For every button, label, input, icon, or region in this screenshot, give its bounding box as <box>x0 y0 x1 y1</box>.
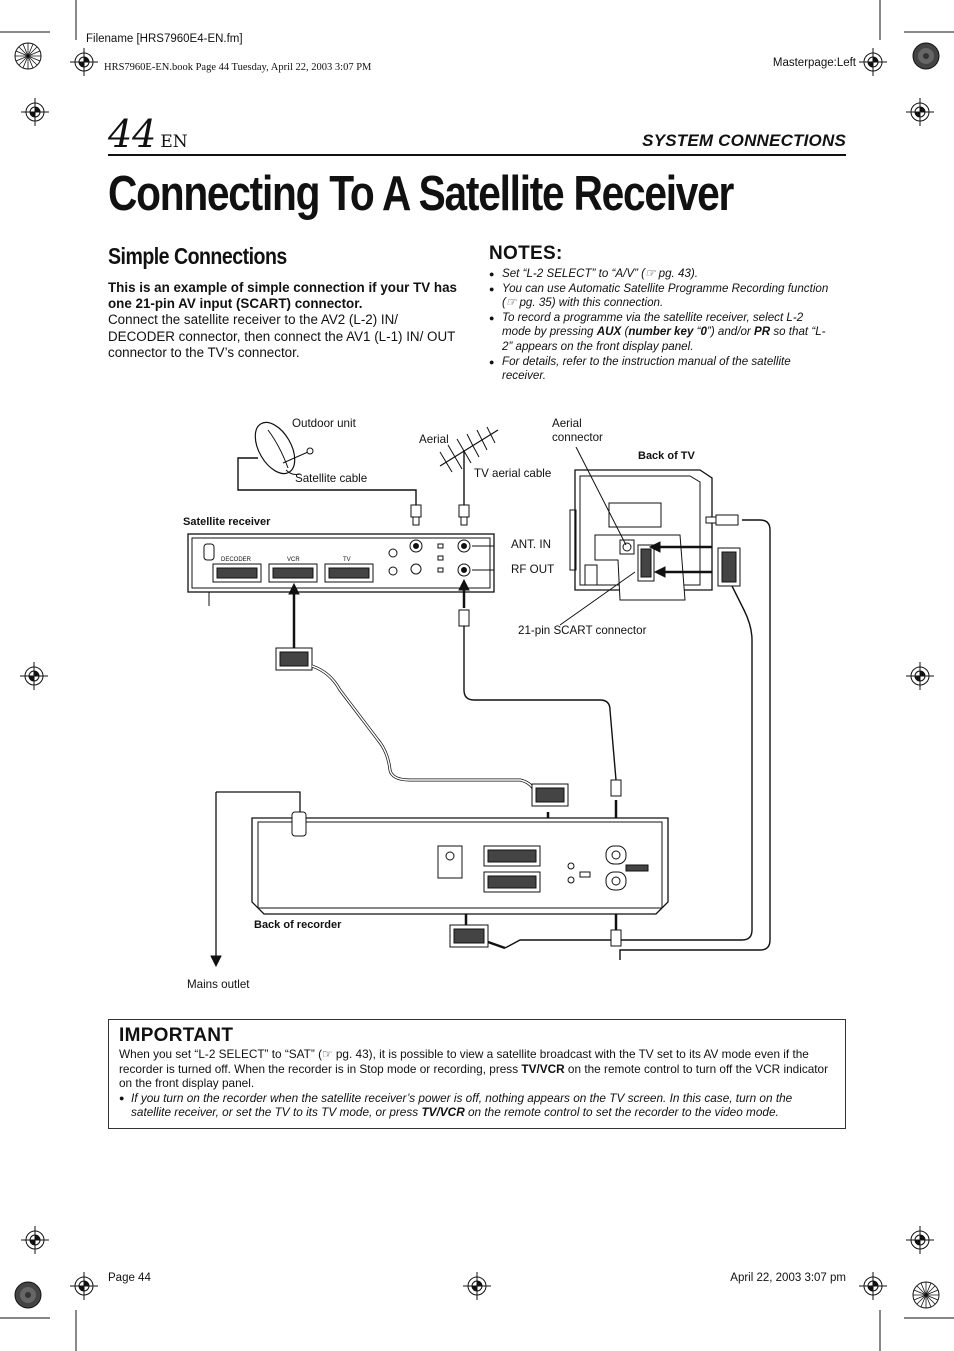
intro-text: Connect the satellite receiver to the AV… <box>108 312 456 360</box>
rx-decoder-label: DECODER <box>221 557 252 563</box>
label-satellite-cable: Satellite cable <box>295 472 368 485</box>
page-title: Connecting To A Satellite Receiver <box>108 167 734 221</box>
important-heading: IMPORTANT <box>119 1025 234 1046</box>
label-ant-in: ANT. IN <box>511 538 551 551</box>
tv-aerial-icon <box>439 426 499 505</box>
important-bullet: If you turn on the recorder when the sat… <box>119 1091 835 1120</box>
label-satellite-receiver: Satellite receiver <box>183 516 271 528</box>
note-item: To record a programme via the satellite … <box>489 311 834 355</box>
label-aerial: Aerial <box>419 433 449 446</box>
label-back-of-tv: Back of TV <box>638 450 695 462</box>
intro-paragraph: This is an example of simple connection … <box>108 280 458 361</box>
recorder-device <box>251 811 669 915</box>
important-paragraph: When you set “L-2 SELECT” to “SAT” (☞ pg… <box>119 1047 829 1090</box>
header-rule <box>108 154 846 156</box>
note-item: Set “L-2 SELECT” to “A/V” (☞ pg. 43). <box>489 267 834 282</box>
receiver-scart-tv <box>324 563 374 583</box>
label-mains-outlet: Mains outlet <box>187 978 250 991</box>
simple-connections-heading: Simple Connections <box>108 243 287 269</box>
book-info-line: HRS7960E-EN.book Page 44 Tuesday, April … <box>104 62 372 73</box>
label-scart-connector: 21-pin SCART connector <box>518 624 647 637</box>
label-tv-aerial-cable: TV aerial cable <box>474 467 552 480</box>
label-rf-out: RF OUT <box>511 563 555 576</box>
notes-list: Set “L-2 SELECT” to “A/V” (☞ pg. 43). Yo… <box>489 267 834 384</box>
notes-heading: NOTES: <box>489 243 563 264</box>
rx-tv-label: TV <box>343 557 351 563</box>
intro-bold-text: This is an example of simple connection … <box>108 280 457 312</box>
tv-set-device <box>569 469 713 601</box>
masterpage-label: Masterpage:Left <box>772 57 856 69</box>
note-item: You can use Automatic Satellite Programm… <box>489 282 834 311</box>
satellite-dish-icon <box>254 421 314 475</box>
rx-vcr-label: VCR <box>287 557 300 563</box>
section-title: SYSTEM CONNECTIONS <box>642 131 846 150</box>
label-outdoor-unit: Outdoor unit <box>292 417 356 430</box>
satellite-receiver-device <box>187 533 495 606</box>
footer-date-label: April 22, 2003 3:07 pm <box>730 1272 846 1284</box>
receiver-scart-decoder <box>212 563 262 583</box>
filename-label: Filename [HRS7960E4-EN.fm] <box>86 33 243 45</box>
connection-diagram: DECODER VCR TV <box>187 421 771 968</box>
label-back-of-recorder: Back of recorder <box>254 919 342 931</box>
note-item: For details, refer to the instruction ma… <box>489 355 834 384</box>
footer-page-label: Page 44 <box>108 1272 151 1284</box>
important-box: IMPORTANT When you set “L-2 SELECT” to “… <box>108 1019 846 1129</box>
receiver-scart-vcr <box>268 563 318 583</box>
